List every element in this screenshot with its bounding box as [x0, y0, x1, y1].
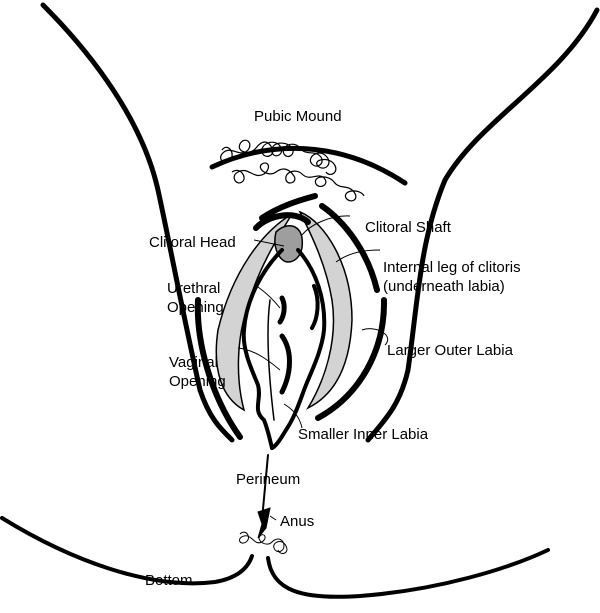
label-pubic-mound: Pubic Mound: [254, 108, 342, 125]
leader-clitoral-head: [253, 239, 285, 247]
leader-smaller-labia: [283, 403, 303, 429]
leader-lines: [237, 215, 388, 521]
leader-internal-leg: [335, 249, 381, 263]
leader-vaginal: [237, 347, 281, 371]
pubic-hair-squiggle-lower: [231, 162, 365, 202]
leader-larger-labia: [361, 328, 388, 346]
label-smaller-inner-labia: Smaller Inner Labia: [298, 426, 429, 443]
clitoral-hood: [253, 212, 311, 231]
anus-hair-squiggle: [239, 531, 288, 554]
right-buttock-outline: [266, 548, 550, 599]
label-bottom: Bottom: [145, 572, 193, 589]
outer-labia-right: [315, 297, 388, 421]
anus-shape: [257, 507, 271, 539]
left-hip-outline: [40, 2, 235, 443]
leader-anus: [269, 515, 277, 521]
label-vaginal-line1: Vaginal: [169, 354, 218, 371]
label-internal-leg-line2: (underneath labia): [383, 278, 505, 295]
label-vaginal-opening: Vaginal Opening: [169, 353, 226, 391]
label-internal-leg-line1: Internal leg of clitoris: [383, 259, 521, 276]
label-clitoral-shaft: Clitoral Shaft: [365, 219, 451, 236]
pubic-mound-line: [209, 145, 408, 186]
vaginal-opening-mark: [279, 333, 292, 395]
label-urethral-line2: Opening: [167, 299, 224, 316]
label-clitoral-head: Clitoral Head: [149, 234, 236, 251]
label-anus: Anus: [280, 513, 315, 530]
outer-labia: [194, 193, 388, 521]
inner-labia: [241, 248, 327, 450]
right-hip-outline: [365, 7, 600, 443]
internal-leg-left: [215, 213, 293, 412]
inner-labia-right: [270, 248, 327, 450]
label-urethral-line1: Urethral: [167, 280, 221, 297]
label-perineum: Perineum: [236, 471, 301, 488]
outer-labia-top-left: [259, 193, 318, 221]
pubic-hair-squiggle: [220, 139, 337, 176]
inner-fold-right-mark: [310, 284, 320, 330]
urethral-opening-mark: [277, 295, 287, 325]
label-internal-leg: Internal leg of clitoris (underneath lab…: [383, 258, 521, 296]
label-urethral-opening: Urethral Opening: [167, 279, 224, 317]
leader-clitoral-shaft: [301, 215, 351, 236]
label-larger-outer-labia: Larger Outer Labia: [387, 342, 513, 359]
vestibule-line: [267, 299, 275, 421]
label-vaginal-line2: Opening: [169, 373, 226, 390]
inner-labia-left: [241, 248, 284, 450]
outer-labia-top-right: [319, 203, 380, 293]
body-outline: [0, 2, 600, 599]
clitoral-head-shape: [274, 225, 304, 263]
pubic-mound: [209, 139, 408, 202]
leader-urethral: [257, 286, 281, 309]
left-buttock-outline: [0, 516, 254, 586]
outer-labia-left: [194, 297, 243, 440]
internal-leg-right: [298, 210, 353, 410]
anus-drawing: [239, 507, 288, 554]
